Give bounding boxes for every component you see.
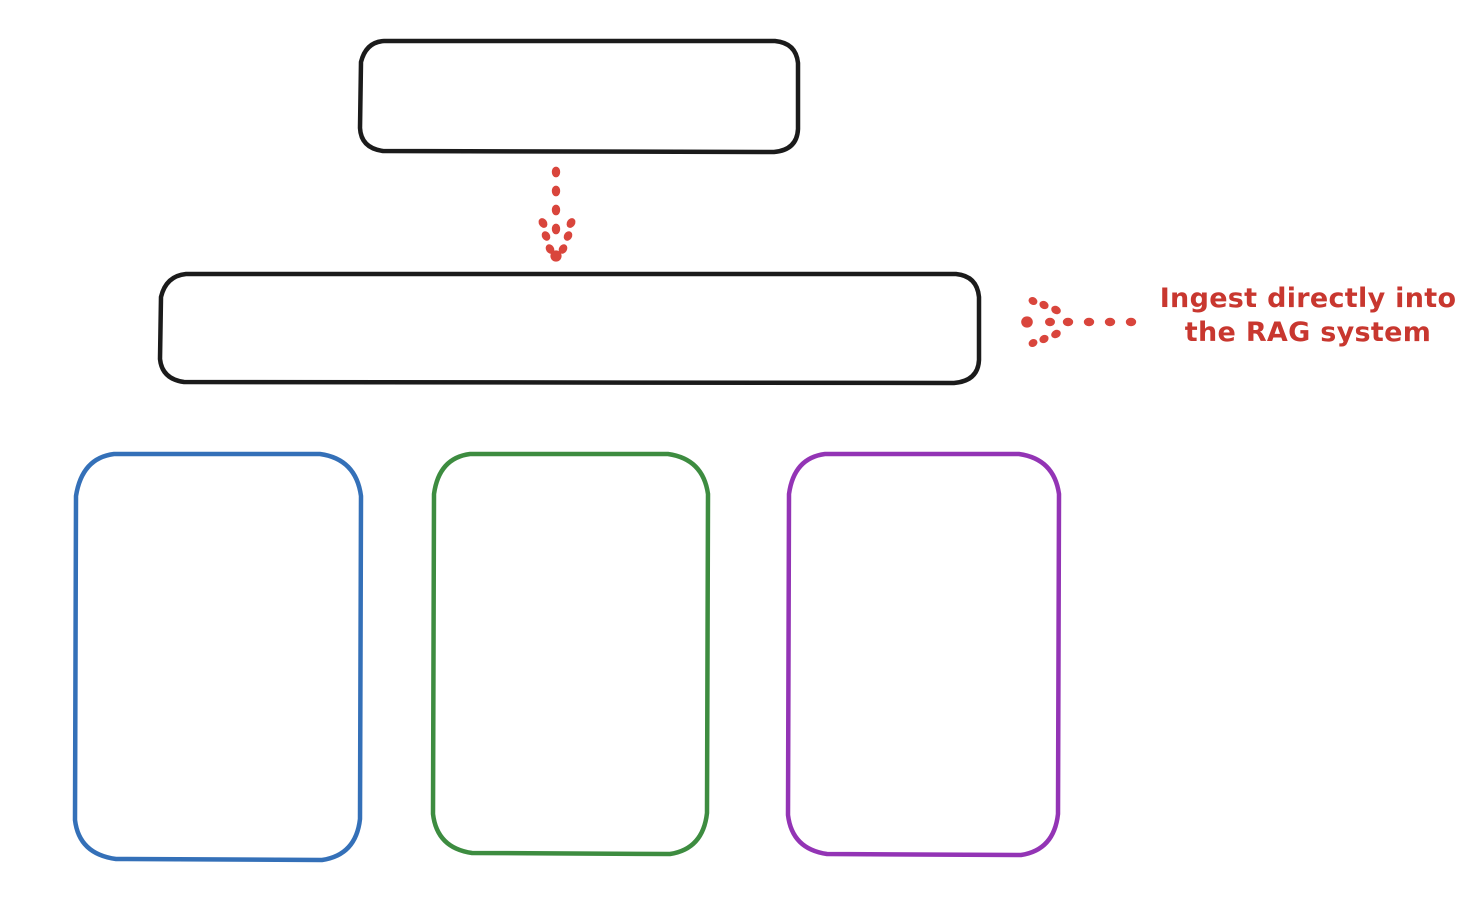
- node-agent-label: AGENT: [520, 78, 638, 112]
- node-relational-io[interactable]: RelationalIO (insert_sql, query_sql) SQL…: [783, 450, 1064, 858]
- node-key-value-io[interactable]: KeyValueIO (set_key, delete_key, get) Ke…: [428, 450, 713, 857]
- node-agent[interactable]: AGENT: [356, 38, 802, 155]
- connector-agent-to-rag-tool: [538, 166, 576, 262]
- node-rag-tool-label: RAG Tool: [499, 312, 641, 344]
- node-rag-tool[interactable]: RAG Tool: [156, 271, 984, 386]
- node-vector-io[interactable]: VectorIO (insert_chunks, delete_chunks, …: [70, 450, 366, 864]
- annotation-ingest-directly: Ingest directly into the RAG system: [1159, 283, 1457, 349]
- node-relational-io-label: RelationalIO (insert_sql, query_sql) SQL…: [834, 569, 1013, 737]
- connector-annotation-to-rag-tool: [1021, 297, 1137, 347]
- node-vector-io-label: VectorIO (insert_chunks, delete_chunks, …: [107, 555, 329, 758]
- node-key-value-io-label: KeyValueIO (set_key, delete_key, get) Ke…: [454, 569, 687, 737]
